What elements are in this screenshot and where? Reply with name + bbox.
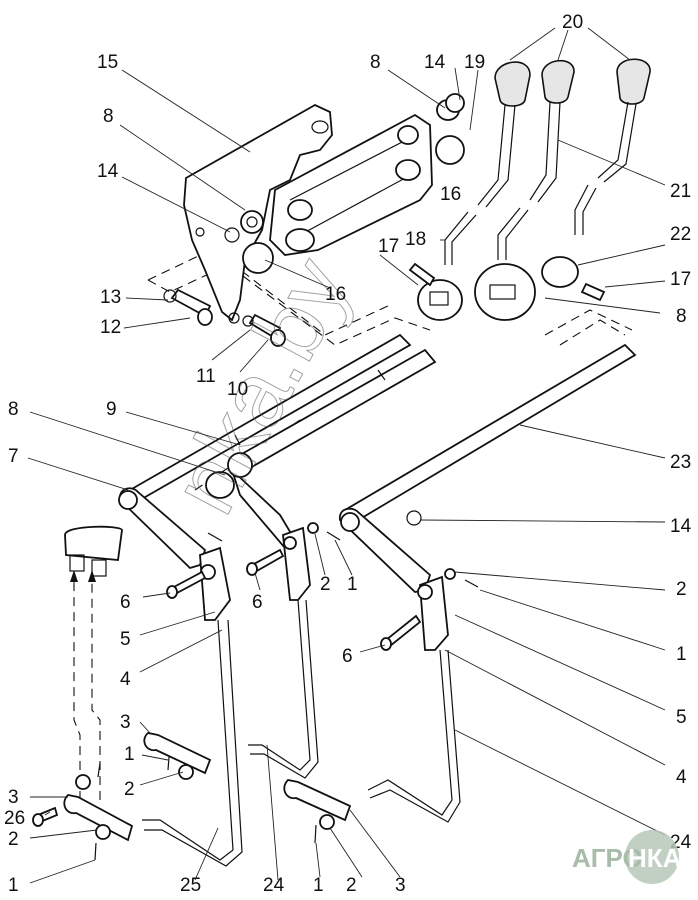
pin-26 — [32, 806, 59, 827]
washers-2 — [75, 522, 456, 840]
callout-6: 6 — [252, 592, 263, 613]
callout-10: 10 — [227, 379, 248, 400]
circlip-14 — [224, 227, 240, 243]
callout-18: 18 — [405, 229, 426, 250]
callout-9: 9 — [106, 399, 117, 420]
callout-1: 1 — [124, 744, 135, 765]
callout-17: 17 — [670, 269, 691, 290]
callout-20: 20 — [562, 12, 583, 33]
callout-22: 22 — [670, 224, 691, 245]
logo-text-left: АГРО — [572, 843, 643, 873]
callout-1: 1 — [313, 875, 324, 896]
logo-circle-icon — [625, 830, 679, 884]
callout-26: 26 — [4, 808, 25, 829]
callout-15: 15 — [97, 52, 118, 73]
bushing-16 — [242, 135, 465, 274]
callout-2: 2 — [124, 779, 135, 800]
callout-17: 17 — [378, 236, 399, 257]
callout-3: 3 — [395, 875, 406, 896]
callout-1: 1 — [676, 644, 687, 665]
shift-rods — [128, 333, 637, 524]
callout-6: 6 — [342, 646, 353, 667]
agronka-logo: АГРО НКА — [572, 830, 682, 884]
split-pins-1 — [94, 531, 479, 861]
logo-text-right: НКА — [628, 843, 682, 873]
callout-labels: 15 8 14 8 14 19 20 21 16 16 22 17 18 17 … — [4, 12, 692, 896]
callout-14: 14 — [97, 161, 119, 182]
bushing-8 — [240, 93, 465, 234]
bolts-10-12 — [163, 288, 286, 347]
callout-8: 8 — [676, 306, 687, 327]
callout-7: 7 — [8, 446, 19, 467]
callout-14: 14 — [424, 52, 446, 73]
callout-21: 21 — [670, 181, 691, 202]
callout-19: 19 — [464, 52, 485, 73]
callout-8: 8 — [103, 106, 114, 127]
callout-4: 4 — [676, 767, 687, 788]
callout-16: 16 — [440, 184, 461, 205]
vertical-rods-4 — [142, 599, 461, 867]
callout-13: 13 — [100, 287, 121, 308]
callout-3: 3 — [120, 712, 131, 733]
callout-2: 2 — [320, 574, 331, 595]
callout-3: 3 — [8, 787, 19, 808]
callout-2: 2 — [8, 829, 19, 850]
callout-2: 2 — [676, 579, 687, 600]
shaft-housing — [269, 113, 433, 256]
callout-16: 16 — [325, 284, 346, 305]
callout-8: 8 — [8, 399, 19, 420]
callout-5: 5 — [676, 707, 687, 728]
leader-lines — [27, 27, 666, 884]
callout-5: 5 — [120, 629, 131, 650]
callout-14: 14 — [670, 516, 692, 537]
clevises-5 — [199, 526, 449, 651]
callout-24: 24 — [263, 875, 285, 896]
detent-block — [64, 525, 123, 577]
callout-4: 4 — [120, 669, 131, 690]
callout-1: 1 — [347, 574, 358, 595]
plates-3 — [63, 732, 352, 842]
shift-levers — [408, 58, 651, 321]
callout-2: 2 — [346, 875, 357, 896]
callout-12: 12 — [100, 317, 121, 338]
callout-23: 23 — [670, 452, 691, 473]
arrow-icon — [70, 570, 78, 582]
callout-8: 8 — [370, 52, 381, 73]
lever-arms-7 — [118, 452, 432, 593]
callout-1: 1 — [8, 875, 19, 896]
callout-25: 25 — [180, 875, 201, 896]
callout-6: 6 — [120, 592, 131, 613]
pins-6 — [166, 548, 422, 651]
callout-11: 11 — [196, 366, 216, 387]
